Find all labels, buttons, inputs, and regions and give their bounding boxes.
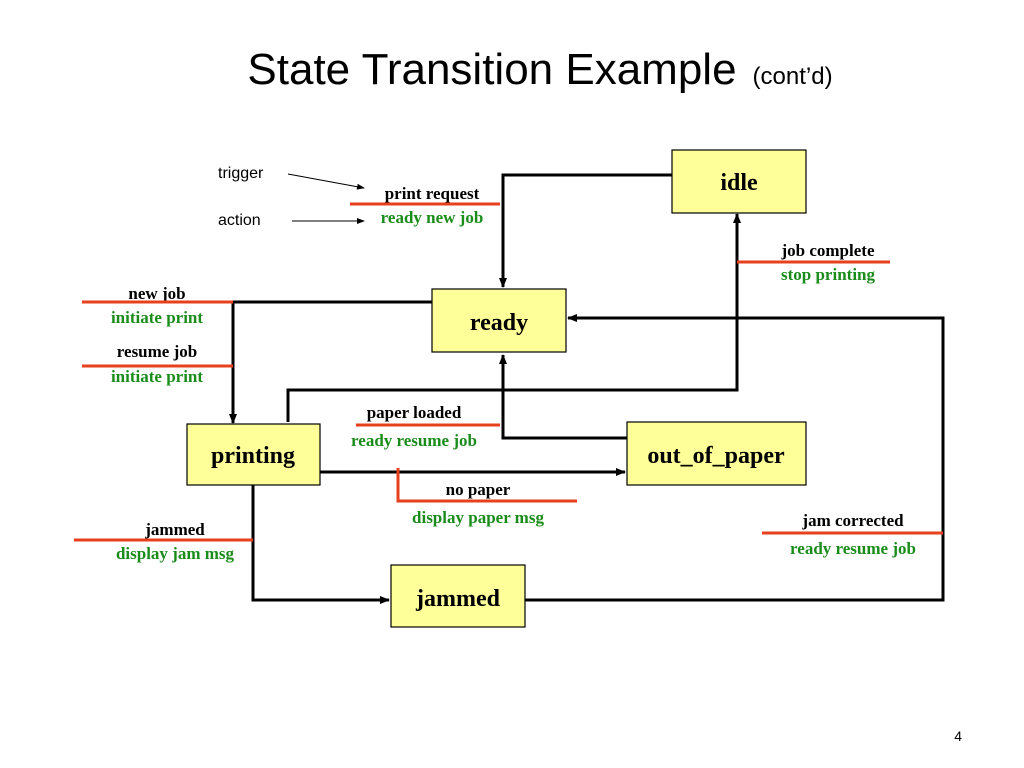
slide-title: State Transition Example (cont’d) [247, 45, 832, 94]
edge-outofpaper-to-ready [499, 354, 627, 440]
action-new-job: initiate print [111, 308, 203, 327]
legend-trigger-label: trigger [218, 165, 264, 182]
label-jammed: jammed display jam msg [74, 520, 253, 563]
label-new-job: new job initiate print [82, 284, 233, 327]
state-out-of-paper-label: out_of_paper [647, 443, 785, 469]
state-ready-label: ready [470, 310, 528, 336]
state-out-of-paper: out_of_paper [626, 421, 807, 486]
trigger-jam-corrected: jam corrected [801, 511, 904, 530]
action-jam-corrected: ready resume job [790, 539, 916, 558]
label-no-paper: no paper display paper msg [396, 468, 577, 527]
state-jammed: jammed [390, 564, 526, 628]
label-jam-corrected: jam corrected ready resume job [762, 511, 943, 558]
state-printing-label: printing [211, 443, 295, 469]
edge-jammed-to-ready [525, 314, 945, 602]
page-number: 4 [954, 728, 962, 744]
label-print-request: print request ready new job [350, 184, 500, 227]
edge-printing-to-idle [286, 213, 741, 422]
edge-idle-to-ready [499, 173, 672, 288]
state-idle: idle [671, 149, 807, 214]
trigger-resume-job: resume job [117, 342, 197, 361]
trigger-job-complete: job complete [780, 241, 874, 260]
label-resume-job: resume job initiate print [82, 342, 233, 386]
legend-action-label: action [218, 212, 261, 229]
label-job-complete: job complete stop printing [737, 241, 890, 284]
trigger-jammed: jammed [144, 520, 205, 539]
title-suffix: (cont’d) [753, 63, 833, 90]
label-paper-loaded: paper loaded ready resume job [351, 403, 500, 450]
action-paper-loaded: ready resume job [351, 431, 477, 450]
trigger-new-job: new job [128, 284, 185, 303]
action-job-complete: stop printing [781, 265, 875, 284]
action-jammed: display jam msg [116, 544, 235, 563]
state-idle-label: idle [720, 170, 758, 196]
title-main: State Transition Example [247, 45, 736, 94]
state-ready: ready [431, 288, 567, 353]
state-printing: printing [186, 423, 321, 486]
state-jammed-label: jammed [415, 586, 501, 612]
trigger-print-request: print request [385, 184, 480, 203]
trigger-paper-loaded: paper loaded [367, 403, 462, 422]
legend-trigger-arrow [287, 173, 365, 190]
trigger-no-paper: no paper [446, 480, 511, 499]
action-resume-job: initiate print [111, 367, 203, 386]
action-no-paper: display paper msg [412, 508, 544, 527]
edge-printing-to-jammed [251, 485, 390, 604]
action-print-request: ready new job [381, 208, 484, 227]
